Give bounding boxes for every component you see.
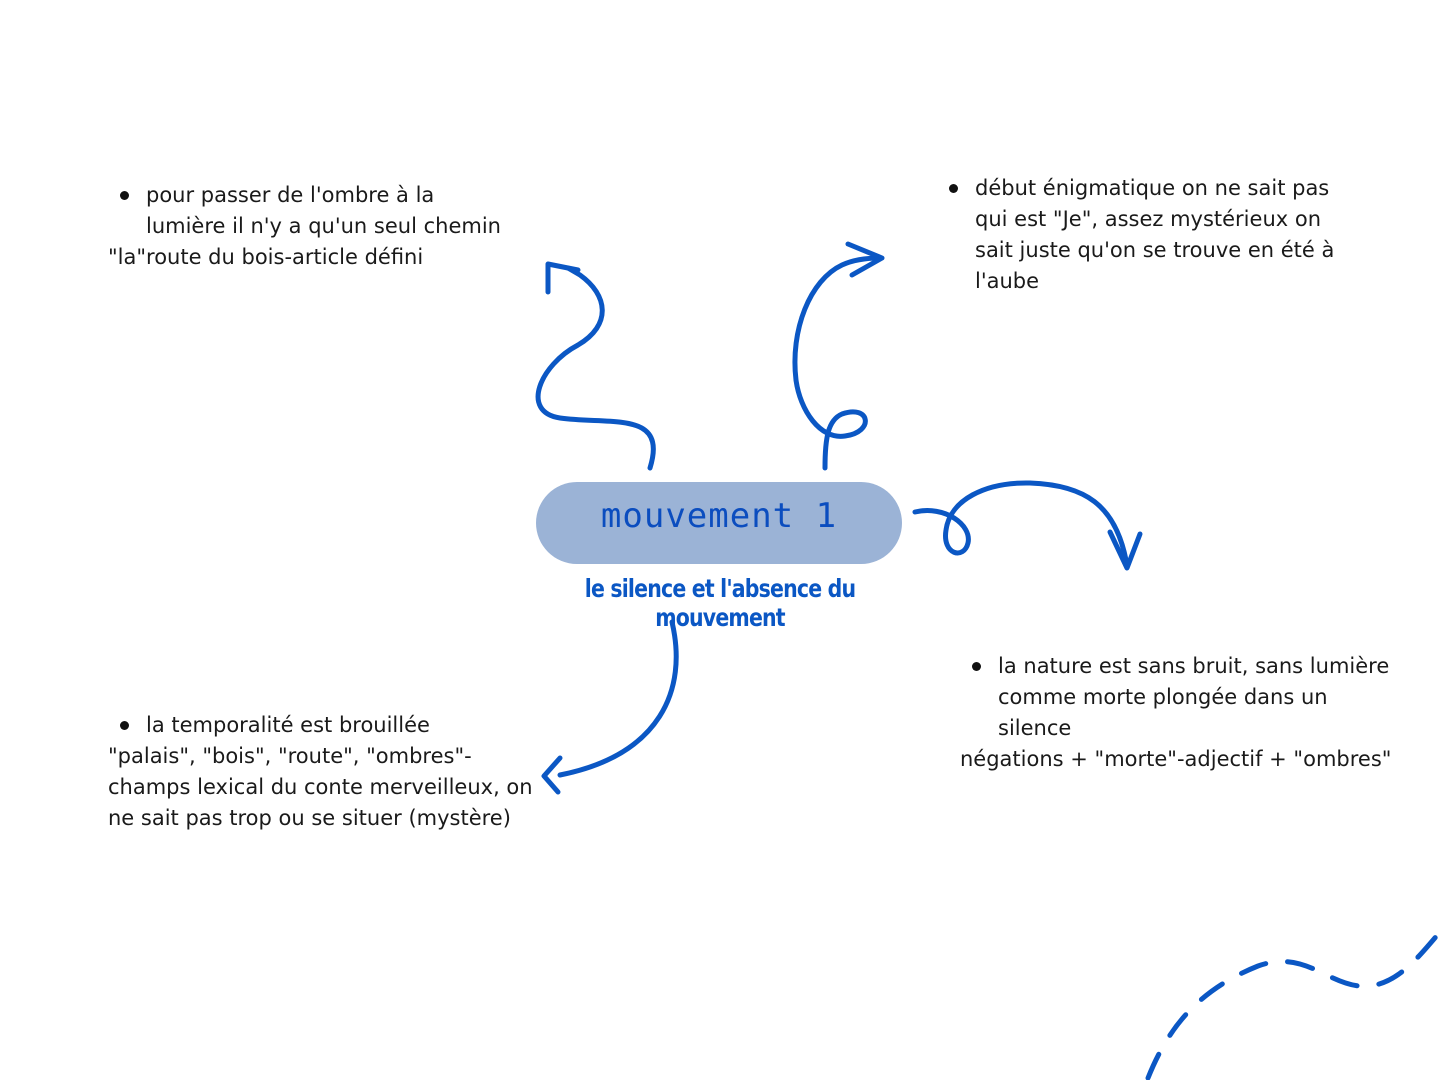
- note-line: ne sait pas trop ou se situer (mystère): [108, 806, 511, 830]
- note-line: lumière il n'y a qu'un seul chemin: [146, 214, 501, 238]
- note-line: début énigmatique on ne sait pas: [975, 176, 1330, 200]
- curved-arrow-icon: [912, 480, 1129, 563]
- loop-arrowhead-icon: [845, 241, 885, 278]
- central-subtitle: le silence et l'absence du mouvement: [584, 574, 856, 632]
- bullet-item: début énigmatique on ne sait pas qui est…: [937, 173, 1377, 297]
- note-line: la temporalité est brouillée: [146, 713, 430, 737]
- note-line: "la"route du bois-article défini: [108, 245, 424, 269]
- note-line: silence: [998, 716, 1072, 740]
- note-line: qui est "Je", assez mystérieux on: [975, 207, 1322, 231]
- bullet-item: la temporalité est brouillée: [108, 710, 548, 741]
- curved-arrowhead-icon: [1107, 529, 1143, 571]
- bullet-icon: [120, 191, 129, 200]
- bullet-icon: [972, 662, 981, 671]
- bullet-item: la nature est sans bruit, sans lumière c…: [960, 651, 1420, 744]
- note-line: "palais", "bois", "route", "ombres"-: [108, 744, 472, 768]
- bullet-icon: [949, 184, 958, 193]
- squiggle-arrow-icon: [535, 265, 656, 471]
- note-line: l'aube: [975, 269, 1040, 293]
- loop-arrow-icon: [792, 255, 883, 471]
- bullet-icon: [120, 721, 129, 730]
- central-node: [536, 482, 902, 564]
- note-bottom-right: la nature est sans bruit, sans lumière c…: [960, 651, 1420, 775]
- down-arrowhead-icon: [541, 755, 563, 795]
- note-top-left: pour passer de l'ombre à la lumière il n…: [108, 180, 528, 273]
- squiggle-arrowhead-icon: [545, 261, 581, 295]
- note-line: pour passer de l'ombre à la: [146, 183, 435, 207]
- note-line: comme morte plongée dans un: [998, 685, 1328, 709]
- note-line: la nature est sans bruit, sans lumière: [998, 654, 1390, 678]
- central-title: mouvement 1: [600, 496, 838, 536]
- down-curved-arrow-icon: [557, 619, 679, 778]
- dashed-curve: [1145, 929, 1440, 1080]
- note-bottom-left: la temporalité est brouillée "palais", "…: [108, 710, 548, 834]
- note-line: négations + "morte"-adjectif + "ombres": [960, 747, 1392, 771]
- note-top-right: début énigmatique on ne sait pas qui est…: [937, 173, 1377, 297]
- note-line: champs lexical du conte merveilleux, on: [108, 775, 533, 799]
- note-line: sait juste qu'on se trouve en été à: [975, 238, 1335, 262]
- bullet-item: pour passer de l'ombre à la lumière il n…: [108, 180, 528, 242]
